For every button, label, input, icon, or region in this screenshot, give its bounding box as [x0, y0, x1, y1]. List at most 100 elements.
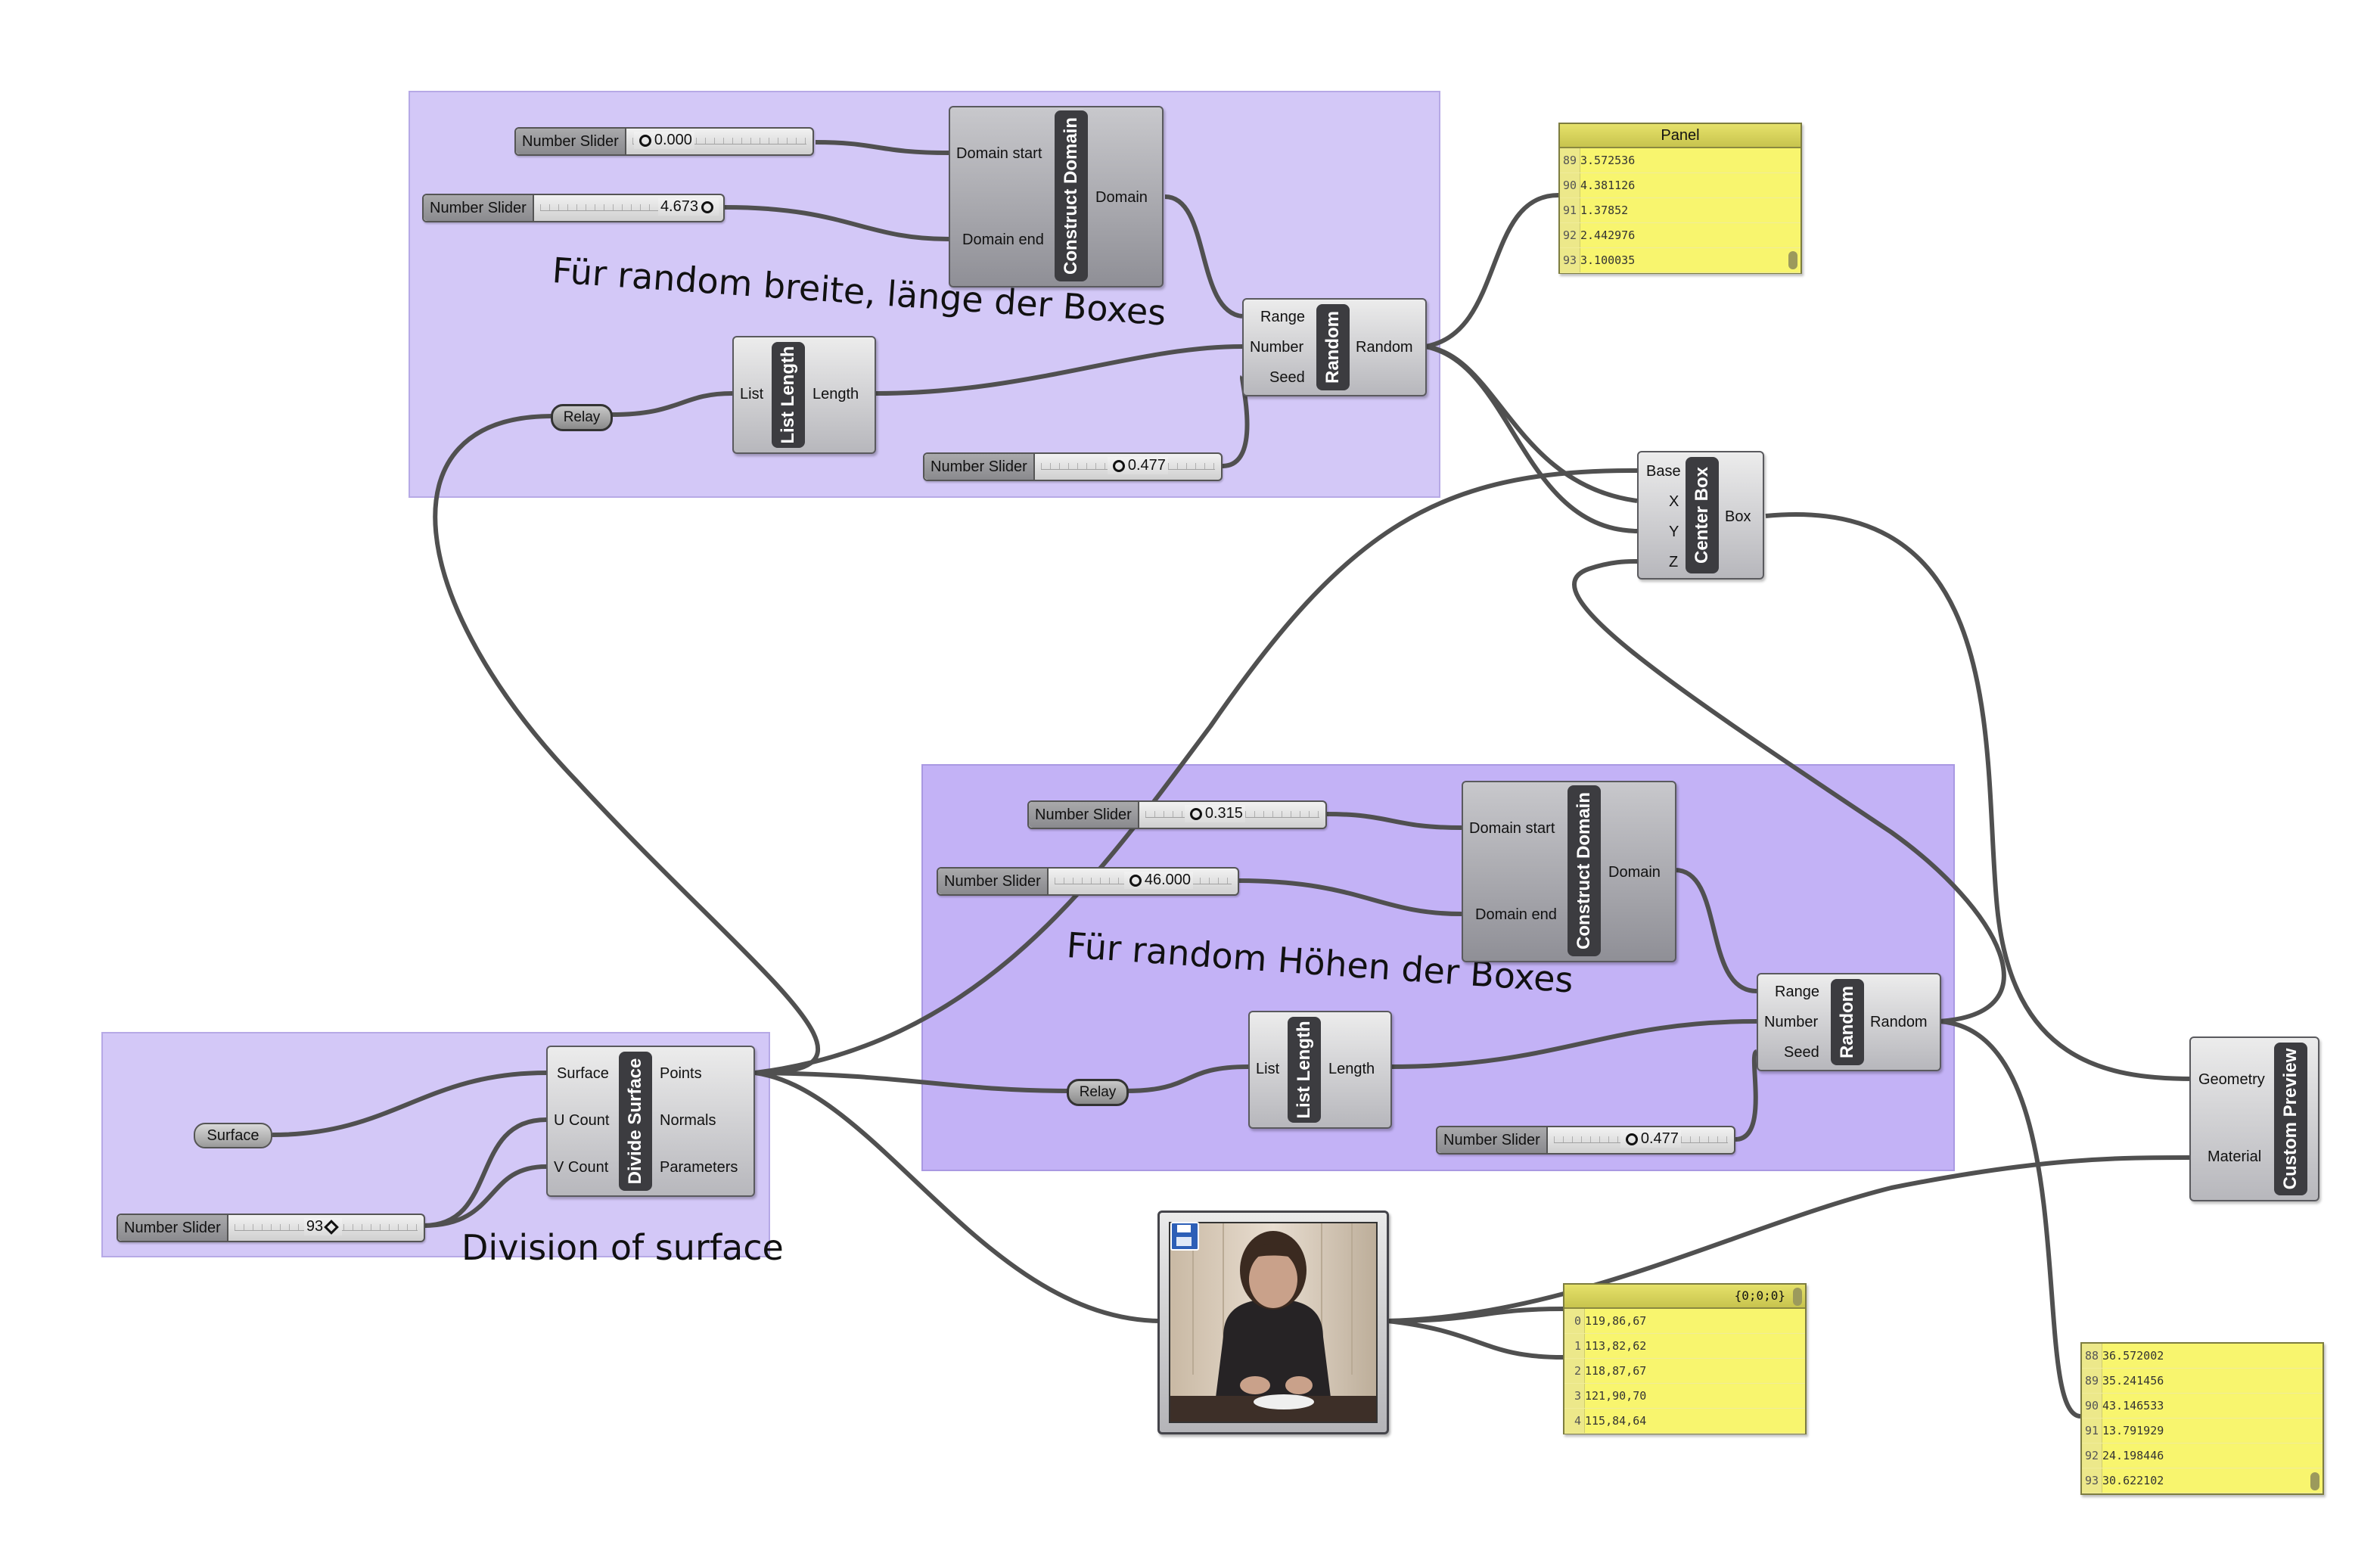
component-title: Random [1316, 304, 1350, 390]
slider-track[interactable]: 4.673 [533, 195, 723, 221]
pin-random-out: Random [1356, 339, 1413, 356]
pin-number: Number [1764, 1014, 1819, 1030]
panel-row-index: 93 [2082, 1468, 2102, 1493]
pin-list: List [1256, 1061, 1280, 1077]
pin-z: Z [1669, 554, 1679, 570]
panel-row-index: 92 [2082, 1444, 2102, 1468]
relay-top[interactable]: Relay [551, 404, 613, 431]
image-sampler[interactable] [1157, 1210, 1389, 1434]
relay-mid[interactable]: Relay [1067, 1079, 1129, 1106]
slider-knob-icon[interactable] [701, 200, 713, 213]
panel-row-index: 0 [1564, 1309, 1585, 1333]
number-slider-domain-start-mid[interactable]: Number Slider 0.315 [1027, 800, 1327, 829]
slider-knob-icon[interactable] [638, 134, 651, 147]
random-top[interactable]: Range Number Seed Random Random [1242, 298, 1427, 396]
pin-domain-end: Domain end [1475, 906, 1557, 923]
pin-geometry: Geometry [2198, 1071, 2265, 1088]
panel-row-index: 1 [1564, 1334, 1585, 1358]
pin-domain-end: Domain end [962, 232, 1044, 248]
list-length-top[interactable]: List List Length Length [732, 336, 876, 454]
center-box[interactable]: Base X Y Z Center Box Box [1637, 451, 1764, 580]
panel-row-index: 90 [1560, 173, 1580, 197]
slider-knob-icon[interactable] [1129, 874, 1142, 887]
component-title: Custom Preview [2274, 1043, 2307, 1195]
pin-material: Material [2208, 1148, 2262, 1165]
panel-row-value: 43.146533 [2102, 1399, 2164, 1412]
panel-row-index: 89 [1560, 148, 1580, 172]
pin-seed: Seed [1269, 369, 1305, 386]
number-slider-uv-count[interactable]: Number Slider 93 [117, 1214, 425, 1242]
panel-row-index: 89 [2082, 1369, 2102, 1393]
component-title: Divide Surface [619, 1052, 652, 1191]
slider-track[interactable]: 0.315 [1139, 802, 1325, 828]
pin-domain-out: Domain [1608, 864, 1661, 881]
slider-label: Number Slider [924, 454, 1035, 480]
surface-param[interactable]: Surface [194, 1123, 272, 1148]
pin-x: X [1669, 493, 1679, 510]
divide-surface[interactable]: Surface U Count V Count Divide Surface P… [546, 1046, 755, 1197]
construct-domain-top[interactable]: Domain start Domain end Construct Domain… [949, 106, 1164, 287]
number-slider-domain-end-mid[interactable]: Number Slider 46.000 [937, 867, 1239, 896]
slider-knob-icon[interactable] [1112, 459, 1125, 472]
pin-range: Range [1775, 984, 1819, 1000]
slider-track[interactable]: 0.477 [1547, 1127, 1734, 1153]
panel-row-value: 119,86,67 [1585, 1314, 1647, 1328]
slider-track[interactable]: 46.000 [1048, 869, 1238, 894]
slider-knob-icon[interactable] [1625, 1133, 1638, 1145]
pin-normals: Normals [660, 1112, 716, 1129]
panel-title: Panel [1560, 124, 1801, 148]
pin-base: Base [1646, 463, 1681, 480]
pin-range: Range [1260, 309, 1305, 325]
floppy-disk-icon[interactable] [1170, 1222, 1199, 1251]
panel-row-value: 30.622102 [2102, 1474, 2164, 1487]
slider-value: 0.477 [1640, 1130, 1679, 1147]
slider-label: Number Slider [1029, 802, 1139, 828]
pin-length: Length [812, 386, 859, 402]
panel-scrollbar[interactable] [2310, 1472, 2319, 1490]
panel-scrollbar[interactable] [1793, 1288, 1802, 1306]
slider-label: Number Slider [1437, 1127, 1548, 1153]
number-slider-seed-top[interactable]: Number Slider 0.477 [923, 452, 1223, 481]
pin-domain-start: Domain start [1469, 820, 1555, 837]
slider-track[interactable]: 0.477 [1034, 454, 1221, 480]
pin-domain-out: Domain [1095, 189, 1148, 206]
random-mid[interactable]: Range Number Seed Random Random [1757, 973, 1941, 1071]
number-slider-domain-end-top[interactable]: Number Slider 4.673 [422, 194, 725, 222]
panel-row-value: 2.442976 [1580, 228, 1636, 242]
slider-track[interactable]: 0.000 [626, 129, 812, 154]
slider-value: 0.477 [1127, 457, 1166, 474]
slider-knob-icon[interactable] [324, 1219, 339, 1235]
list-length-mid[interactable]: List List Length Length [1248, 1011, 1392, 1129]
panel-row-value: 4.381126 [1580, 179, 1636, 192]
pin-y: Y [1669, 524, 1679, 540]
component-title: List Length [772, 342, 805, 448]
slider-track[interactable]: 93 [228, 1215, 424, 1241]
panel-row-index: 88 [2082, 1344, 2102, 1368]
slider-knob-icon[interactable] [1189, 807, 1202, 820]
number-slider-seed-mid[interactable]: Number Slider 0.477 [1436, 1126, 1735, 1155]
slider-value: 46.000 [1144, 872, 1191, 888]
number-slider-domain-start-top[interactable]: Number Slider 0.000 [514, 127, 814, 156]
component-title: Center Box [1686, 457, 1719, 573]
component-title: Construct Domain [1055, 110, 1088, 281]
panel-scrollbar[interactable] [1788, 251, 1797, 269]
construct-domain-mid[interactable]: Domain start Domain end Construct Domain… [1462, 781, 1676, 962]
custom-preview[interactable]: Geometry Material Custom Preview [2189, 1036, 2319, 1201]
pin-random-out: Random [1870, 1014, 1928, 1030]
pin-box-out: Box [1725, 508, 1751, 525]
slider-label: Number Slider [424, 195, 534, 221]
